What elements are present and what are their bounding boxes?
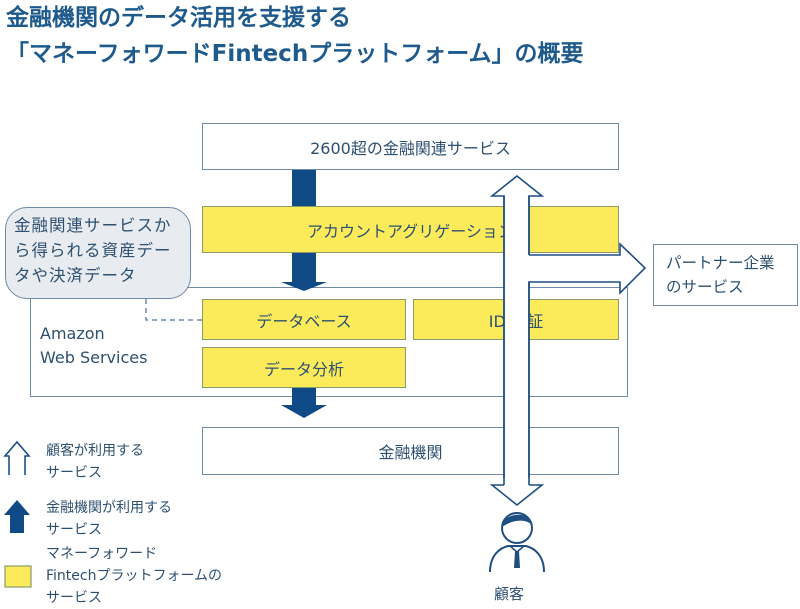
customer-down-arrow-icon — [489, 484, 545, 507]
database-label: データベース — [256, 311, 352, 331]
partner-line2: のサービス — [666, 278, 744, 296]
data-analysis-label: データ分析 — [263, 359, 344, 379]
legend-customer-service: 顧客が利用する サービス — [46, 440, 144, 484]
dark-arrow-shaft-1 — [292, 170, 316, 206]
legend-yellow-square-icon — [4, 565, 32, 588]
legend-fi-line1: 金融機関が利用する — [46, 500, 172, 516]
top-services-label: 2600超の金融関連サービス — [310, 138, 511, 158]
legend-mf-line3: サービス — [46, 590, 102, 606]
data-source-bubble: 金融関連サービスから得られる資産データや決済データ — [5, 207, 191, 299]
dark-arrow-1 — [281, 253, 327, 291]
aws-label: Amazon Web Services — [40, 322, 147, 370]
legend-customer-line1: 顧客が利用する — [46, 443, 144, 459]
database-box: データベース — [202, 299, 406, 340]
legend-fi-line2: サービス — [46, 522, 102, 538]
id-auth-label: ID/認証 — [488, 311, 544, 331]
legend-mf-service: マネーフォワード Fintechプラットフォームの サービス — [46, 543, 222, 609]
partner-line1: パートナー企業 — [666, 254, 775, 272]
partner-services-box: パートナー企業 のサービス — [653, 244, 798, 306]
legend-solid-arrow-icon — [4, 500, 30, 533]
financial-institution-label: 金融機関 — [378, 443, 443, 462]
legend-customer-line2: サービス — [46, 465, 102, 481]
customer-person-icon — [489, 512, 545, 573]
account-aggregation-box: アカウントアグリゲーション — [202, 206, 619, 253]
legend-mf-line2: Fintechプラットフォームの — [46, 568, 223, 584]
financial-institution-box: 金融機関 — [202, 427, 619, 475]
title-line1: 金融機関のデータ活用を支援する — [6, 5, 351, 31]
title-line2: 「マネーフォワードFintechプラットフォーム」の概要 — [6, 41, 584, 67]
account-aggregation-label: アカウントアグリゲーション — [307, 221, 514, 241]
aws-label-line1: Amazon — [40, 324, 105, 343]
legend-mf-line1: マネーフォワード — [46, 546, 158, 562]
legend-hollow-arrow-icon — [3, 440, 31, 475]
customer-label: 顧客 — [494, 585, 525, 603]
aws-label-line2: Web Services — [40, 348, 148, 367]
legend-fi-service: 金融機関が利用する サービス — [46, 497, 172, 541]
top-services-box: 2600超の金融関連サービス — [202, 123, 619, 170]
bubble-text: 金融関連サービスから得られる資産データや決済データ — [14, 216, 172, 285]
data-analysis-box: データ分析 — [202, 347, 406, 388]
id-auth-box: ID/認証 — [413, 299, 619, 340]
